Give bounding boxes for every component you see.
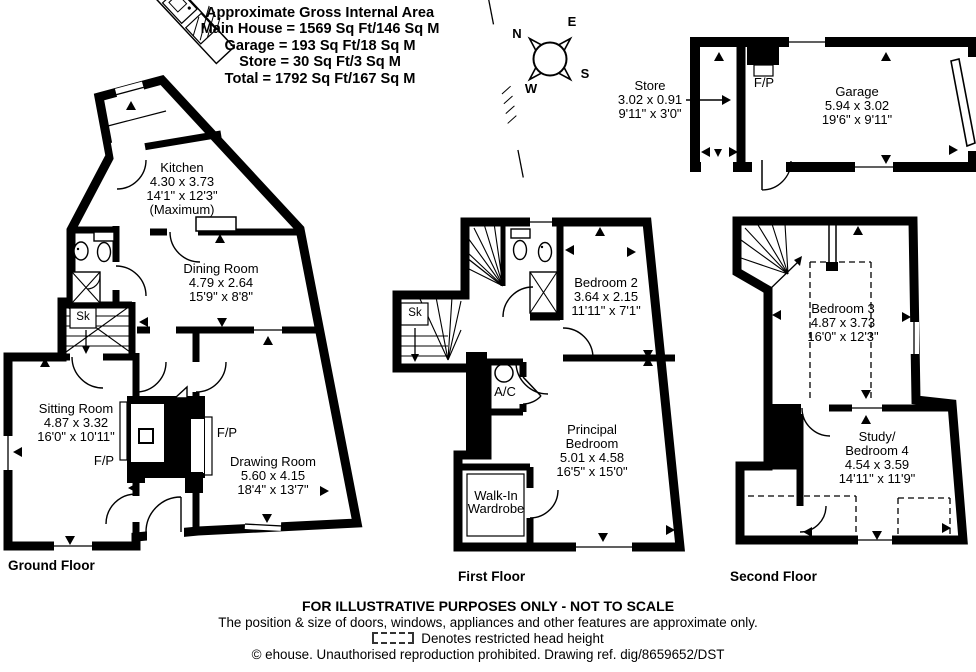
- store-arrow: [686, 95, 731, 105]
- ground-floor-stairs: [65, 305, 131, 354]
- principal-bedroom-label: Principal Bedroom 5.01 x 4.58 16'5" x 15…: [556, 422, 628, 479]
- compass-e: E: [567, 14, 577, 29]
- wardrobe-rail: [466, 473, 525, 537]
- second-floor-plan: [732, 216, 968, 545]
- header-line: Garage = 193 Sq Ft/18 Sq M: [224, 37, 416, 54]
- footer-disclaimer-1: FOR ILLUSTRATIVE PURPOSES ONLY - NOT TO …: [301, 598, 675, 614]
- bedroom2-label: Bedroom 2 3.64 x 2.15 11'11" x 7'1": [571, 275, 641, 318]
- ac-label: A/C: [494, 384, 516, 399]
- footer-disclaimer-2: The position & size of doors, windows, a…: [218, 615, 758, 630]
- measure-markers: [13, 101, 329, 545]
- first-floor-stairs: [399, 296, 462, 362]
- wardrobe-label: Walk-In Wardrobe: [467, 488, 525, 516]
- header-line: Approximate Gross Internal Area: [205, 5, 435, 21]
- wc-fixtures: [71, 231, 115, 304]
- first-floor-doors: [502, 286, 594, 519]
- drawing-fp-label: F/P: [216, 425, 238, 440]
- first-floor-title: First Floor: [458, 569, 526, 584]
- second-floor-doors: [799, 407, 831, 533]
- grate: [138, 428, 154, 444]
- drawing-room-label: Drawing Room 5.60 x 4.15 18'4" x 13'7": [230, 454, 316, 497]
- gf-sk-label: Sk: [76, 311, 90, 323]
- gross-internal-area-header: Approximate Gross Internal Area Main Hou…: [201, 5, 440, 87]
- header-line: Total = 1792 Sq Ft/167 Sq M: [224, 70, 416, 87]
- restricted-head-height-symbol: [372, 631, 415, 644]
- measure-markers: [565, 227, 675, 542]
- second-floor-stairs: [740, 223, 802, 292]
- ff-sk-label: Sk: [408, 307, 422, 319]
- sitting-room-label: Sitting Room 4.87 x 3.32 16'0" x 10'11": [37, 401, 115, 444]
- sk-box: [400, 302, 429, 326]
- study-bedroom4-label: Study/ Bedroom 4 4.54 x 3.59 14'11" x 11…: [838, 429, 916, 486]
- chimney-flue: [826, 224, 838, 271]
- header-line: Store = 30 Sq Ft/3 Sq M: [239, 54, 401, 71]
- interior-winder-stairs: [466, 222, 504, 287]
- measure-markers: [772, 226, 951, 540]
- compass-n: N: [512, 26, 522, 41]
- garage-fireplace: [747, 47, 779, 65]
- garage-store-plan: [686, 37, 976, 191]
- kitchen-units: [102, 0, 235, 65]
- kitchen-peninsula: [195, 216, 237, 232]
- front-door: [145, 496, 182, 533]
- store-label: Store 3.02 x 0.91 9'11" x 3'0": [617, 78, 683, 121]
- chimney: [119, 385, 213, 493]
- compass-w: W: [524, 81, 538, 96]
- ground-floor-title: Ground Floor: [8, 558, 95, 573]
- header-line: Main House = 1569 Sq Ft/146 Sq M: [200, 21, 440, 38]
- first-floor-plan: [392, 217, 685, 552]
- restricted-head-height-lines: [748, 261, 951, 536]
- ground-floor-doors: [71, 159, 227, 533]
- second-floor-title: Second Floor: [730, 569, 817, 584]
- bathroom-fixtures: [510, 228, 558, 314]
- measure-markers: [701, 52, 958, 164]
- footer-legend: Denotes restricted head height: [0, 631, 976, 646]
- garage-label: Garage 5.94 x 3.02 19'6" x 9'11": [821, 84, 893, 127]
- garage-fp-label: F/P: [753, 75, 775, 90]
- kitchen-label: Kitchen 4.30 x 3.73 14'1" x 12'3" (Maxim…: [146, 160, 218, 217]
- ground-floor-plan: [3, 0, 529, 551]
- right-wall-windows: [481, 0, 529, 179]
- door-leaf: [173, 385, 188, 399]
- garage-door-leaf: [950, 58, 976, 148]
- footer-copyright: © ehouse. Unauthorised reproduction proh…: [251, 647, 725, 662]
- dining-room-label: Dining Room 4.79 x 2.64 15'9" x 8'8": [183, 261, 259, 304]
- sk-box: [69, 307, 97, 329]
- compass-rose: [527, 36, 573, 82]
- bedroom3-label: Bedroom 3 4.87 x 3.73 16'0" x 12'3": [807, 301, 879, 344]
- compass-s: S: [580, 66, 590, 81]
- sitting-fp-label: F/P: [93, 453, 115, 468]
